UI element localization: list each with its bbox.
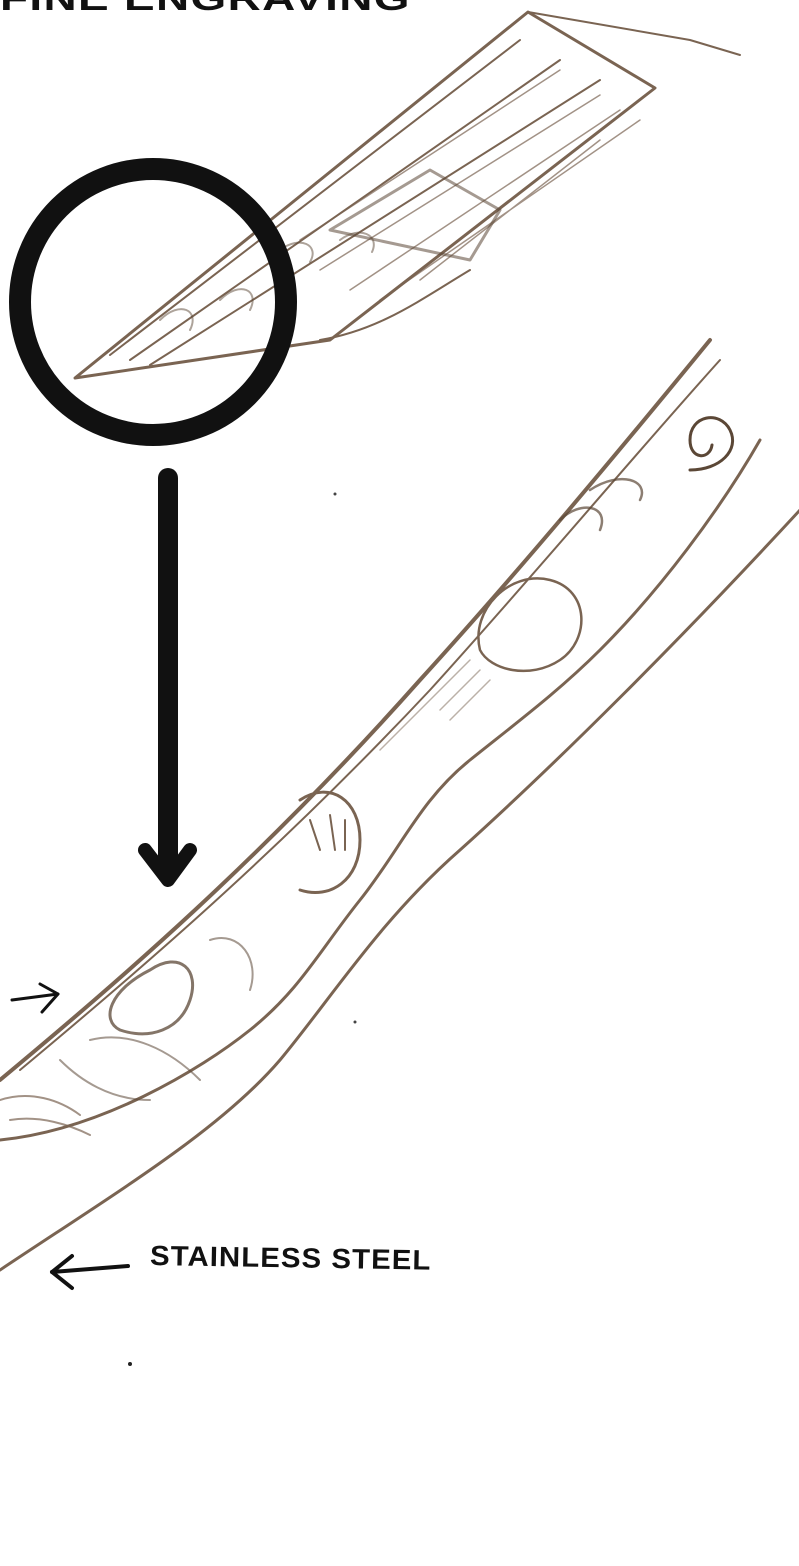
down-arrow-icon bbox=[145, 478, 190, 880]
upper-blade-sketch bbox=[75, 12, 740, 378]
magnifier-circle-icon bbox=[20, 169, 286, 435]
side-arrow-icon bbox=[12, 984, 58, 1012]
lower-blade-sketch bbox=[0, 340, 799, 1270]
steel-arrow-icon bbox=[52, 1256, 128, 1288]
top-heading: FINE ENGRAVING bbox=[0, 0, 411, 19]
material-label: STAINLESS STEEL bbox=[150, 1240, 432, 1277]
